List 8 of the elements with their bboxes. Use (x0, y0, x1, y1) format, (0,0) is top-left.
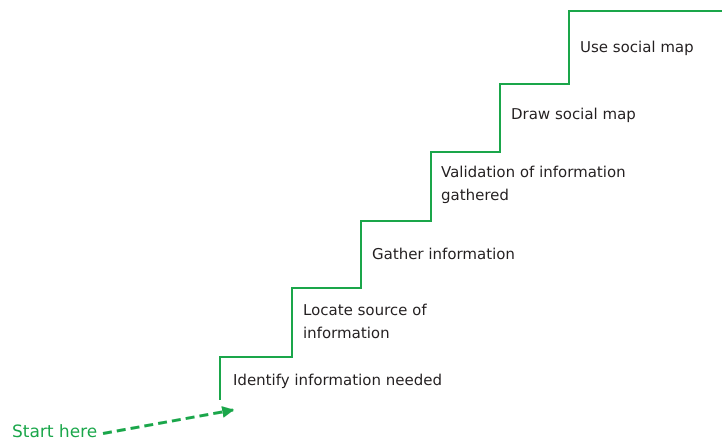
step-label: Locate source of information (303, 299, 493, 345)
step-label: Draw social map (511, 103, 711, 126)
step-label: Use social map (580, 36, 723, 59)
dashed-arrow (102, 406, 234, 435)
step-label: Validation of information gathered (441, 161, 653, 207)
step-label: Gather information (372, 243, 592, 266)
step-label: Identify information needed (233, 369, 443, 412)
start-label: Start here (12, 421, 98, 444)
